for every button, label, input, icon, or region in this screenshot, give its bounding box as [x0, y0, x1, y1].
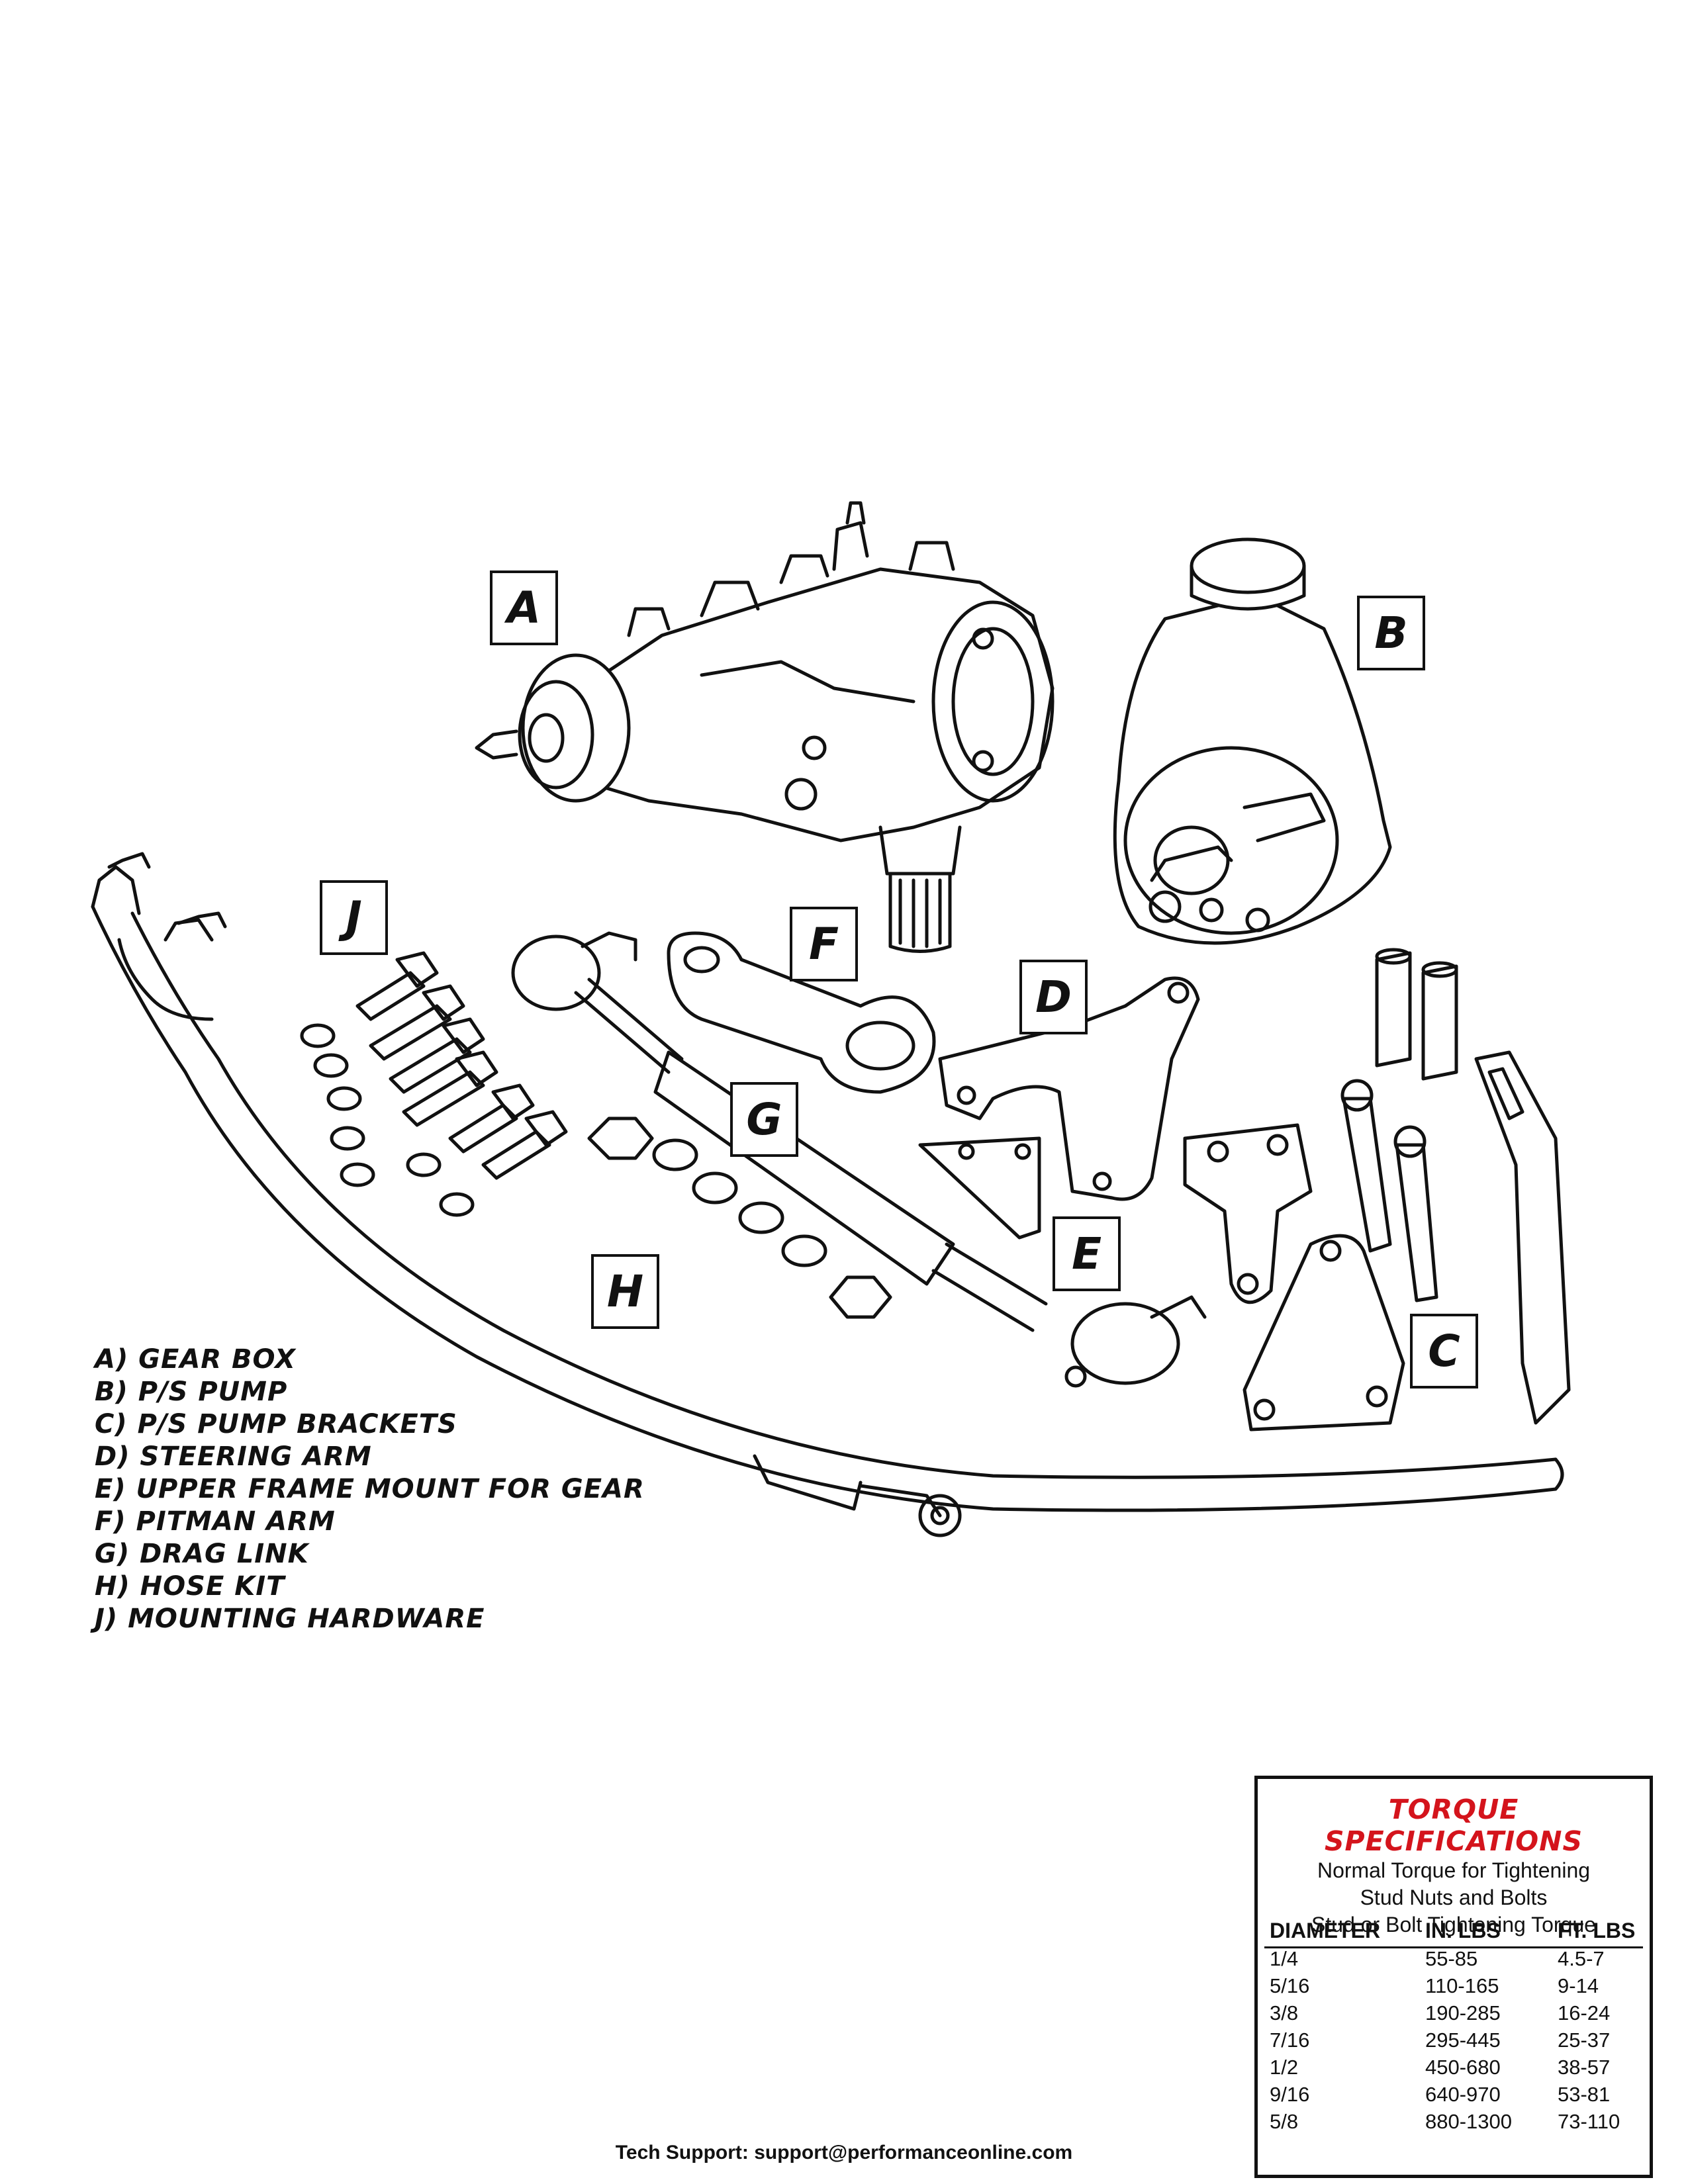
- pitman-arm-illustration: [667, 931, 936, 1094]
- table-cell: 3/8: [1270, 2001, 1299, 2025]
- column-header: IN. LBS: [1425, 1918, 1501, 1942]
- callout-g: G: [730, 1082, 798, 1157]
- hose-kit-illustration: [91, 852, 1564, 1537]
- table-cell: 38-57: [1558, 2055, 1611, 2079]
- table-cell: 5/16: [1270, 1974, 1310, 1997]
- callout-b: B: [1357, 596, 1425, 670]
- table-cell: 55-85: [1425, 1946, 1478, 1970]
- callout-f: F: [790, 907, 858, 981]
- table-row: 5/16 110-165 9-14: [1270, 1972, 1635, 1999]
- callout-j: J: [320, 880, 388, 955]
- parts-legend: A) GEAR BOX B) P/S PUMP C) P/S PUMP BRAC…: [95, 1343, 645, 1635]
- mounting-hardware-illustration: [300, 951, 892, 1319]
- table-row: 1/4 55-85 4.5-7: [1270, 1945, 1635, 1972]
- table-row: 1/2 450-680 38-57: [1270, 2054, 1635, 2081]
- legend-item: F) PITMAN ARM: [95, 1506, 336, 1537]
- tech-support-line: Tech Support: support@performanceonline.…: [615, 2142, 1073, 2163]
- torque-specifications-box: TORQUE SPECIFICATIONS Normal Torque for …: [1254, 1776, 1653, 2178]
- torque-divider: [1264, 1946, 1643, 1948]
- table-cell: 880-1300: [1425, 2109, 1513, 2133]
- callout-d: D: [1019, 960, 1088, 1034]
- table-row: 7/16 295-445 25-37: [1270, 2026, 1635, 2054]
- callout-h: H: [591, 1254, 659, 1329]
- upper-frame-mount-illustration: [918, 1136, 1041, 1240]
- table-cell: 5/8: [1270, 2109, 1299, 2133]
- table-row: 3/8 190-285 16-24: [1270, 1999, 1635, 2026]
- legend-item: E) UPPER FRAME MOUNT FOR GEAR: [95, 1474, 645, 1504]
- torque-title: TORQUE SPECIFICATIONS: [1324, 1794, 1583, 1857]
- steering-arm-illustration: [938, 976, 1200, 1201]
- table-cell: 4.5-7: [1558, 1946, 1605, 1970]
- table-cell: 190-285: [1425, 2001, 1501, 2025]
- ps-pump-illustration: [1113, 537, 1392, 945]
- table-cell: 7/16: [1270, 2028, 1310, 2052]
- column-header: FT. LBS: [1558, 1918, 1636, 1942]
- table-cell: 110-165: [1425, 1974, 1499, 1997]
- ps-pump-brackets-illustration: [1183, 948, 1571, 1432]
- table-cell: 73-110: [1558, 2109, 1620, 2133]
- legend-item: J) MOUNTING HARDWARE: [95, 1604, 485, 1634]
- legend-item: D) STEERING ARM: [95, 1441, 372, 1472]
- table-cell: 295-445: [1425, 2028, 1501, 2052]
- callout-a: A: [490, 570, 558, 645]
- column-header: DIAMETER: [1270, 1918, 1381, 1942]
- torque-subtitle-line: Normal Torque for Tightening: [1317, 1858, 1591, 1882]
- torque-table: DIAMETER IN. LBS FT. LBS 1/4 55-85 4.5-7 5…: [1270, 1916, 1635, 2135]
- drag-link-illustration: [511, 931, 1207, 1388]
- table-header-row: DIAMETER IN. LBS FT. LBS: [1270, 1916, 1635, 1945]
- table-cell: 1/4: [1270, 1946, 1299, 1970]
- torque-subtitle-line: Stud or Bolt Tightening Torque: [1311, 1913, 1596, 1936]
- callout-e: E: [1053, 1216, 1121, 1291]
- legend-item: A) GEAR BOX: [95, 1344, 296, 1375]
- table-cell: 16-24: [1558, 2001, 1611, 2025]
- table-row: 9/16 640-970 53-81: [1270, 2081, 1635, 2108]
- table-cell: 9-14: [1558, 1974, 1599, 1997]
- callout-c: C: [1410, 1314, 1478, 1388]
- legend-item: H) HOSE KIT: [95, 1571, 285, 1602]
- legend-item: G) DRAG LINK: [95, 1539, 309, 1569]
- torque-subtitle-line: Stud Nuts and Bolts: [1360, 1886, 1548, 1909]
- table-cell: 640-970: [1425, 2082, 1501, 2106]
- gear-box-illustration: [475, 501, 1055, 953]
- legend-item: B) P/S PUMP: [95, 1377, 288, 1407]
- table-cell: 1/2: [1270, 2055, 1299, 2079]
- table-cell: 9/16: [1270, 2082, 1310, 2106]
- table-cell: 450-680: [1425, 2055, 1501, 2079]
- legend-item: C) P/S PUMP BRACKETS: [95, 1409, 457, 1439]
- table-cell: 53-81: [1558, 2082, 1611, 2106]
- table-row: 5/8 880-1300 73-110: [1270, 2108, 1635, 2135]
- table-cell: 25-37: [1558, 2028, 1611, 2052]
